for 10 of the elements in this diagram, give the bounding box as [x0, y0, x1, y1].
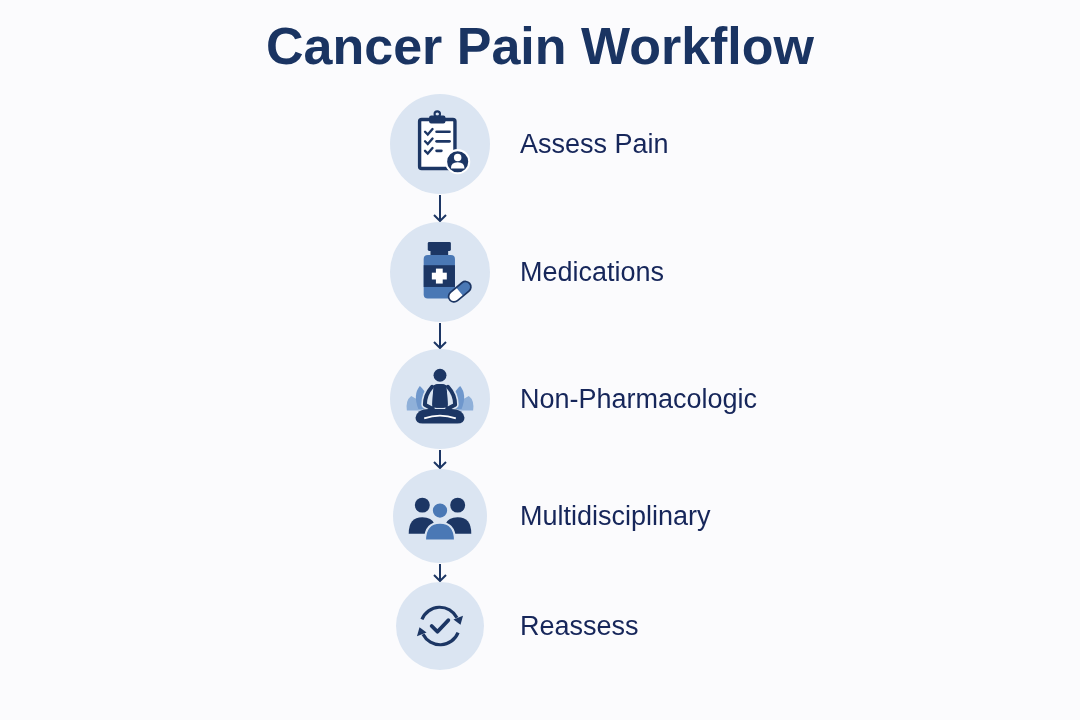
arrow [433, 194, 447, 222]
arrow [433, 563, 447, 582]
step-label: Reassess [520, 610, 639, 642]
arrow [433, 322, 447, 349]
step-label: Multidisciplinary [520, 500, 711, 532]
step-label: Assess Pain [520, 128, 669, 160]
step-label: Medications [520, 256, 665, 288]
step-label: Non-Pharmacologic [520, 383, 758, 415]
title: Cancer Pain Workflow [265, 16, 815, 77]
arrow [433, 449, 447, 469]
